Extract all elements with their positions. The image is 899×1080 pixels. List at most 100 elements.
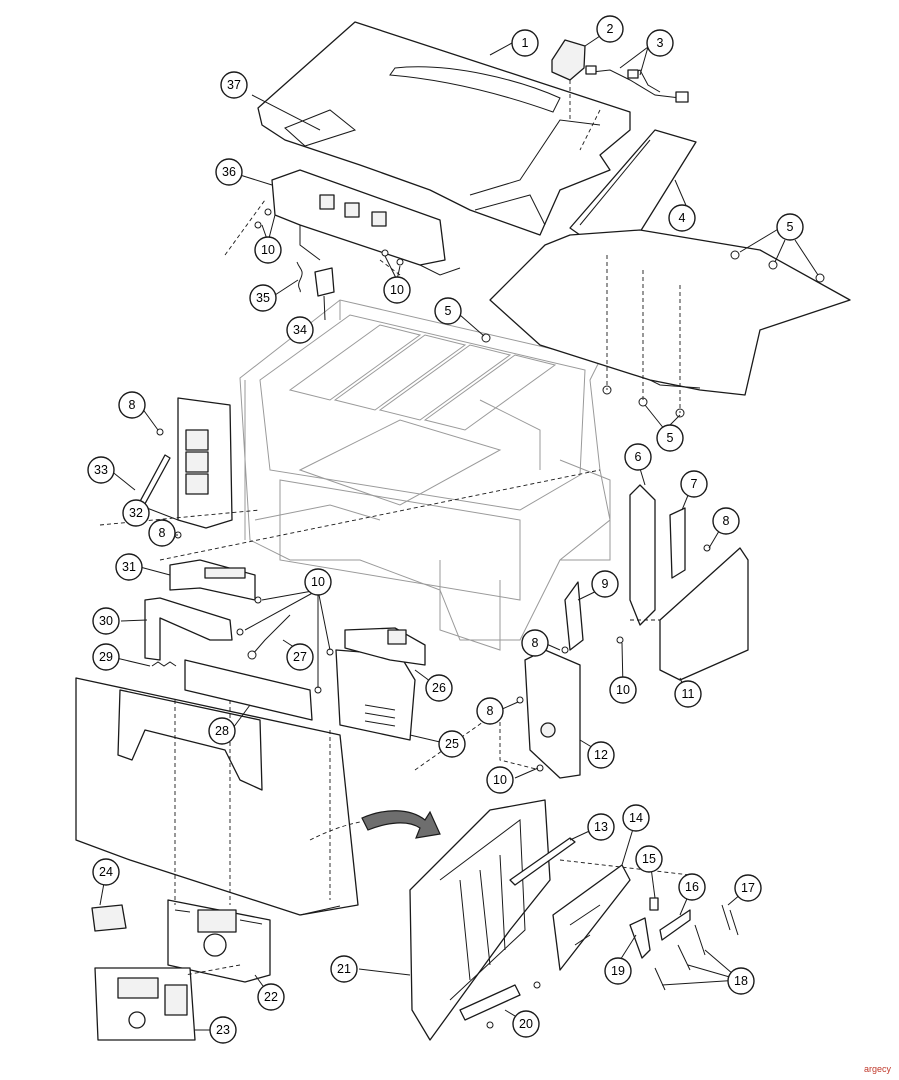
callout-27: 27 — [286, 643, 314, 671]
callout-14: 14 — [622, 804, 650, 832]
callout-16: 16 — [678, 873, 706, 901]
screws — [156, 208, 711, 1029]
svg-text:21: 21 — [337, 962, 351, 976]
callout-8-lower: 8 — [476, 697, 504, 725]
callout-33: 33 — [87, 456, 115, 484]
alignment-lines — [99, 199, 691, 976]
overlay-part-23 — [94, 967, 196, 1041]
left-panel-part-32 — [177, 397, 233, 529]
svg-text:8: 8 — [723, 514, 730, 528]
svg-text:5: 5 — [445, 304, 452, 318]
svg-text:8: 8 — [532, 636, 539, 650]
callout-5-center: 5 — [434, 297, 462, 325]
callout-20: 20 — [512, 1010, 540, 1038]
bracket-part-7 — [669, 507, 686, 579]
svg-text:17: 17 — [741, 881, 755, 895]
spring-part-35 — [296, 261, 303, 293]
spring-part-29 — [151, 661, 177, 667]
springs-part-18 — [654, 924, 706, 991]
lever-part-19 — [629, 917, 651, 959]
callout-11: 11 — [674, 680, 702, 708]
callout-29: 29 — [92, 643, 120, 671]
callout-12: 12 — [587, 741, 615, 769]
svg-text:24: 24 — [99, 865, 113, 879]
bracket-part-9 — [564, 581, 584, 651]
callout-18: 18 — [727, 967, 755, 995]
printer-frame — [239, 299, 611, 651]
svg-text:8: 8 — [159, 526, 166, 540]
cable-harness-part-3 — [579, 65, 689, 151]
svg-text:37: 37 — [227, 78, 241, 92]
svg-text:20: 20 — [519, 1017, 533, 1031]
callout-35: 35 — [249, 284, 277, 312]
svg-text:30: 30 — [99, 614, 113, 628]
callout-8-center: 8 — [521, 629, 549, 657]
callout-24: 24 — [92, 858, 120, 886]
callout-31: 31 — [115, 553, 143, 581]
callouts: 1 2 3 4 5 5 5 6 7 8 8 8 8 8 9 10 10 10 1… — [87, 15, 804, 1044]
pins-part-17 — [721, 904, 739, 936]
svg-text:19: 19 — [611, 964, 625, 978]
rotation-arrow — [309, 810, 441, 841]
callout-10-upper-left: 10 — [254, 236, 282, 264]
svg-text:32: 32 — [129, 506, 143, 520]
callout-32: 32 — [122, 499, 150, 527]
callout-2: 2 — [596, 15, 624, 43]
svg-text:10: 10 — [311, 575, 325, 589]
svg-text:33: 33 — [94, 463, 108, 477]
svg-text:10: 10 — [616, 683, 630, 697]
guide-part-14 — [552, 864, 631, 971]
callout-4: 4 — [668, 204, 696, 232]
callout-6: 6 — [624, 443, 652, 471]
callout-19: 19 — [604, 957, 632, 985]
svg-text:36: 36 — [222, 165, 236, 179]
callout-17: 17 — [734, 874, 762, 902]
svg-text:31: 31 — [122, 560, 136, 574]
watermark: argecy — [863, 1064, 891, 1074]
rail-part-20 — [459, 984, 521, 1021]
callout-3: 3 — [646, 29, 674, 57]
svg-text:6: 6 — [635, 450, 642, 464]
svg-text:14: 14 — [629, 811, 643, 825]
cable-part-27 — [247, 614, 291, 660]
callout-8-left-mid: 8 — [148, 519, 176, 547]
top-cover-part-1 — [257, 21, 631, 236]
svg-text:4: 4 — [679, 211, 686, 225]
svg-text:3: 3 — [657, 36, 664, 50]
svg-text:10: 10 — [493, 773, 507, 787]
panel-part-11 — [659, 547, 749, 681]
callout-9: 9 — [591, 570, 619, 598]
svg-text:28: 28 — [215, 724, 229, 738]
callout-10-mid: 10 — [304, 568, 332, 596]
connector-part-26 — [344, 627, 426, 666]
plate-part-28 — [184, 659, 313, 721]
base-plate-part-5 — [481, 229, 851, 418]
svg-text:10: 10 — [390, 283, 404, 297]
callout-28: 28 — [208, 717, 236, 745]
svg-text:8: 8 — [129, 398, 136, 412]
svg-text:16: 16 — [685, 880, 699, 894]
plate-part-16 — [659, 909, 691, 941]
callout-26: 26 — [425, 674, 453, 702]
svg-text:2: 2 — [607, 22, 614, 36]
callout-25: 25 — [438, 730, 466, 758]
svg-text:13: 13 — [594, 820, 608, 834]
callout-34: 34 — [286, 316, 314, 344]
svg-text:15: 15 — [642, 852, 656, 866]
panel-part-12 — [524, 649, 581, 779]
callout-30: 30 — [92, 607, 120, 635]
svg-text:5: 5 — [787, 220, 794, 234]
bracket-part-6 — [629, 484, 656, 626]
callout-7: 7 — [680, 470, 708, 498]
svg-text:5: 5 — [667, 431, 674, 445]
callout-21: 21 — [330, 955, 358, 983]
callout-22: 22 — [257, 983, 285, 1011]
callout-8-right: 8 — [712, 507, 740, 535]
callout-5-top-right: 5 — [776, 213, 804, 241]
svg-text:27: 27 — [293, 650, 307, 664]
svg-text:22: 22 — [264, 990, 278, 1004]
callout-13: 13 — [587, 813, 615, 841]
callout-15: 15 — [635, 845, 663, 873]
svg-text:12: 12 — [594, 748, 608, 762]
